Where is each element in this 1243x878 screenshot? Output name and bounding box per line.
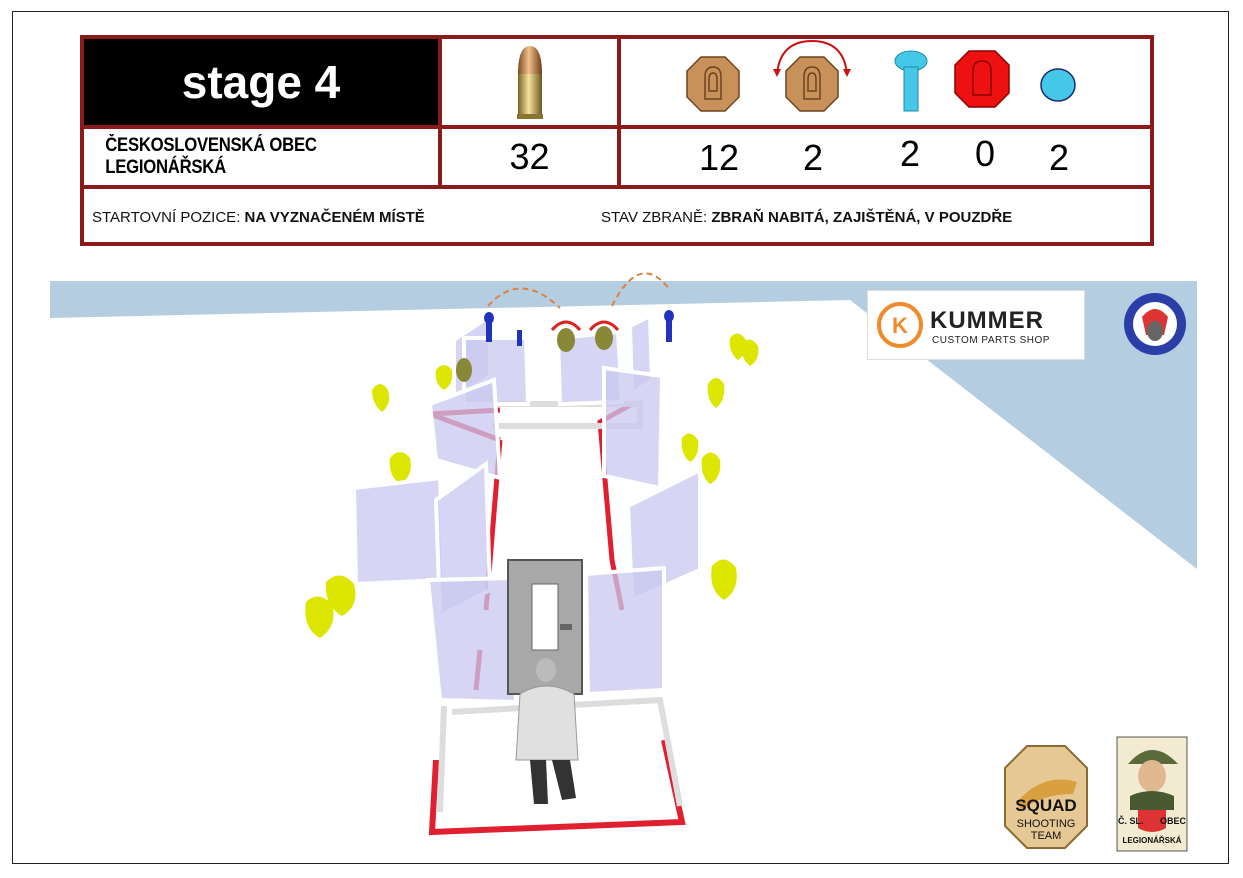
stage-header-table: stage 4 [80, 35, 1154, 246]
gun-state: STAV ZBRANĚ: ZBRAŇ NABITÁ, ZAJIŠTĚNÁ, V … [601, 209, 1012, 226]
kummer-name: KUMMER [930, 307, 1044, 334]
start-position: STARTOVNÍ POZICE: NA VYZNAČENÉM MÍSTĚ [92, 209, 425, 226]
paper-target-icon [686, 56, 740, 112]
csol-line-3: LEGIONÁŘSKÁ [1122, 836, 1182, 845]
svg-text:K: K [892, 313, 908, 338]
round-count: 32 [509, 136, 550, 177]
popper-count: 2 [900, 133, 921, 174]
kummer-logo: K KUMMER CUSTOM PARTS SHOP [867, 290, 1085, 360]
squad-shooting-team-logo: SQUAD SHOOTING TEAM [1003, 744, 1089, 850]
csol-line-1: Č. SL. [1118, 816, 1144, 826]
scene-targets [456, 272, 674, 382]
club-cell: ČESKOSLOVENSKÁ OBEC LEGIONÁŘSKÁ [82, 127, 440, 187]
page-frame [12, 11, 1229, 864]
swinging-target-count: 2 [803, 137, 824, 178]
bullet-cell [440, 37, 619, 127]
stage-info-cell: STARTOVNÍ POZICE: NA VYZNAČENÉM MÍSTĚ ST… [82, 187, 1152, 244]
shooter-figure [515, 658, 579, 804]
stage-title: stage 4 [181, 56, 341, 108]
legionnaire-emblem-icon [1116, 736, 1188, 852]
round-count-cell: 32 [440, 127, 619, 187]
swinging-paper-target-icon [773, 39, 851, 112]
csol-logo: Č. SL. OBEC LEGIONÁŘSKÁ [1116, 736, 1188, 852]
gun-state-value: ZBRAŇ NABITÁ, ZAJIŠTĚNÁ, V POUZDŘE [711, 209, 1013, 226]
target-counts-cell: 12 2 2 0 2 [619, 127, 1152, 187]
start-position-value: NA VYZNAČENÉM MÍSTĚ [244, 209, 425, 226]
popper-target-icon [894, 50, 928, 112]
start-position-label: STARTOVNÍ POZICE: [92, 209, 241, 226]
gun-state-label: STAV ZBRANĚ: [601, 209, 708, 226]
csol-line-2: OBEC [1159, 816, 1186, 826]
no-shoot-count: 0 [975, 133, 996, 174]
bushes [305, 333, 759, 638]
plate-target-icon [1040, 68, 1076, 102]
paper-target-count: 12 [699, 137, 740, 178]
squad-title: SQUAD [1015, 796, 1077, 815]
bullet-icon [516, 46, 543, 119]
no-shoot-target-icon [954, 50, 1010, 108]
club-emblem-icon [1124, 293, 1186, 355]
kummer-mark-icon: K [877, 302, 923, 348]
plate-count: 2 [1049, 137, 1070, 178]
kummer-tagline: CUSTOM PARTS SHOP [932, 335, 1050, 346]
squad-subtitle-2: TEAM [1030, 830, 1062, 842]
squad-subtitle-1: SHOOTING [1016, 818, 1076, 830]
club-name: ČESKOSLOVENSKÁ OBEC LEGIONÁŘSKÁ [105, 135, 317, 178]
stage-title-cell: stage 4 [82, 37, 440, 127]
wall-panels [351, 312, 702, 705]
squad-shield-icon [1004, 745, 1088, 849]
target-types-cell [619, 37, 1152, 127]
